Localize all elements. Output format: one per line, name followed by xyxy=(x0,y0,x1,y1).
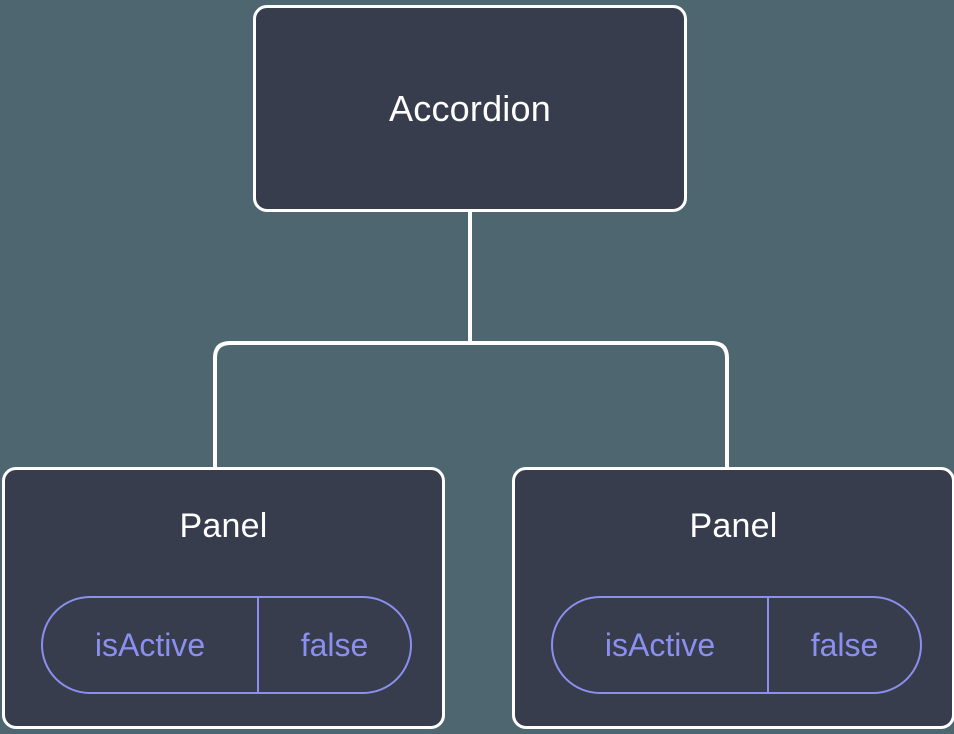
state-badge-panel-1[interactable]: isActive false xyxy=(41,596,412,694)
state-key-panel-2: isActive xyxy=(553,598,769,692)
state-badge-panel-2[interactable]: isActive false xyxy=(551,596,922,694)
node-panel-2-label: Panel xyxy=(689,507,778,545)
node-panel-1[interactable]: Panel isActive false xyxy=(2,467,445,729)
node-panel-1-label: Panel xyxy=(179,507,268,545)
node-accordion[interactable]: Accordion xyxy=(253,5,687,212)
node-panel-2[interactable]: Panel isActive false xyxy=(512,467,954,729)
state-value-panel-2: false xyxy=(810,626,879,663)
state-key-panel-1: isActive xyxy=(43,598,259,692)
state-value-panel-1: false xyxy=(300,626,369,663)
connector-child-bus xyxy=(213,341,729,468)
node-accordion-label: Accordion xyxy=(389,87,551,129)
